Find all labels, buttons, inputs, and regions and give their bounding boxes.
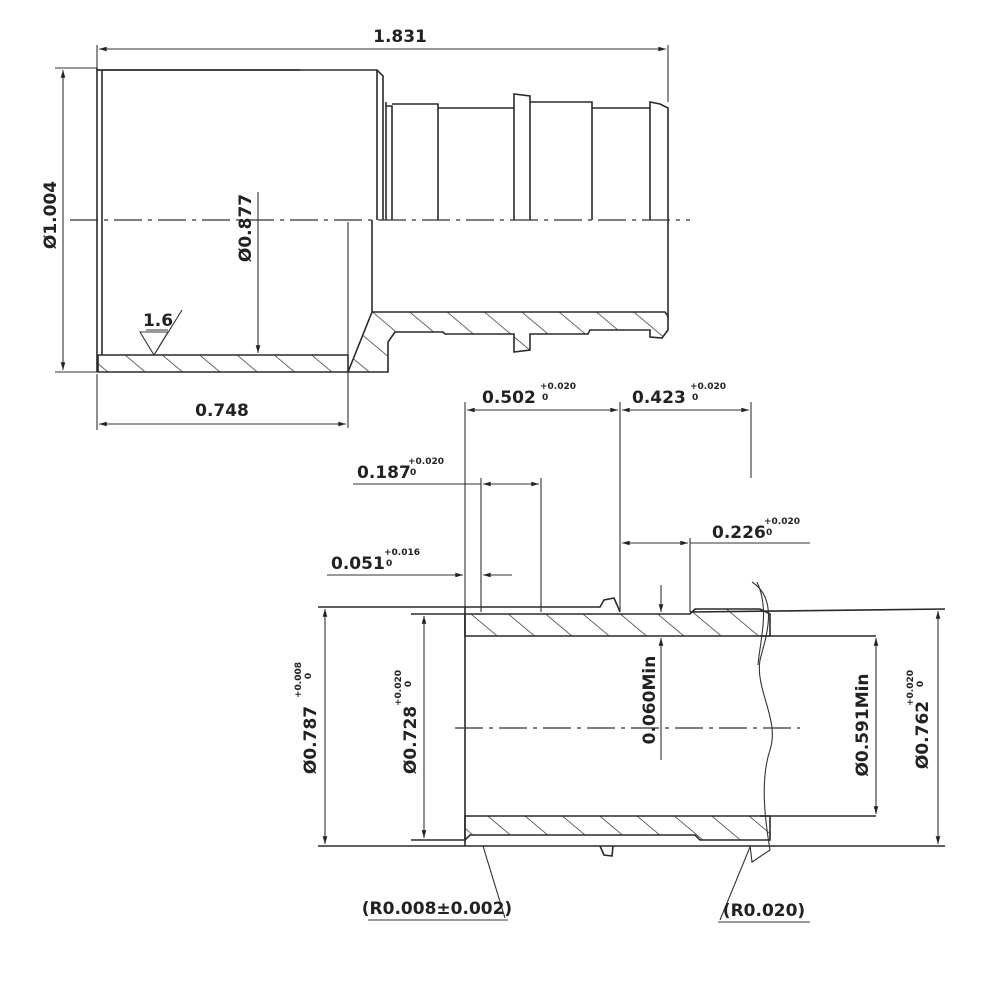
dim-502-value: 0.502 (482, 388, 536, 408)
dim-051-tol-upper: +0.016 (384, 548, 420, 558)
overall-length-label: 1.831 (373, 27, 427, 47)
dim-226-tol-lower: 0 (766, 528, 772, 538)
dia-762-tol-upper: +0.020 (906, 670, 916, 706)
dia-787-value: Ø0.787 (301, 706, 321, 774)
upper-view: 1.831 Ø1.004 Ø0.877 (41, 27, 690, 430)
dia-787-tol-lower: 0 (304, 673, 314, 679)
dim-226-value: 0.226 (712, 523, 766, 543)
dim-187-tol-upper: +0.020 (408, 457, 444, 467)
dim-423-value: 0.423 (632, 388, 686, 408)
dim-502-tol-lower: 0 (542, 393, 548, 403)
dia-787-tol-upper: +0.008 (294, 662, 304, 698)
dim-423-tol-lower: 0 (692, 393, 698, 403)
outer-diameter-label: Ø1.004 (41, 181, 61, 249)
dia-728-value: Ø0.728 (401, 706, 421, 774)
dim-502-tol-upper: +0.020 (540, 382, 576, 392)
dim-051-value: 0.051 (331, 554, 385, 574)
radius-right-label: (R0.020) (723, 901, 805, 921)
surface-roughness-symbol: 1.6 (139, 309, 183, 357)
wall-min-label: 0.060Min (640, 656, 660, 745)
dia-762-value: Ø0.762 (913, 701, 933, 769)
dia-728-tol-upper: +0.020 (394, 670, 404, 706)
bore-min-label: Ø0.591Min (853, 673, 873, 776)
dim-051-tol-lower: 0 (386, 559, 392, 569)
dim-187-tol-lower: 0 (410, 468, 416, 478)
dim-226-tol-upper: +0.020 (764, 517, 800, 527)
socket-depth-label: 0.748 (195, 401, 249, 421)
dia-728-tol-lower: 0 (404, 681, 414, 687)
roughness-value: 1.6 (143, 311, 173, 331)
dim-187-value: 0.187 (357, 463, 411, 483)
dim-423-tol-upper: +0.020 (690, 382, 726, 392)
lower-view: 0.502 +0.020 0 0.423 +0.020 0 0.187 +0.0… (294, 382, 946, 923)
inner-diameter-label: Ø0.877 (236, 194, 256, 262)
radius-left-label: (R0.008±0.002) (362, 899, 512, 919)
dia-762-tol-lower: 0 (916, 681, 926, 687)
